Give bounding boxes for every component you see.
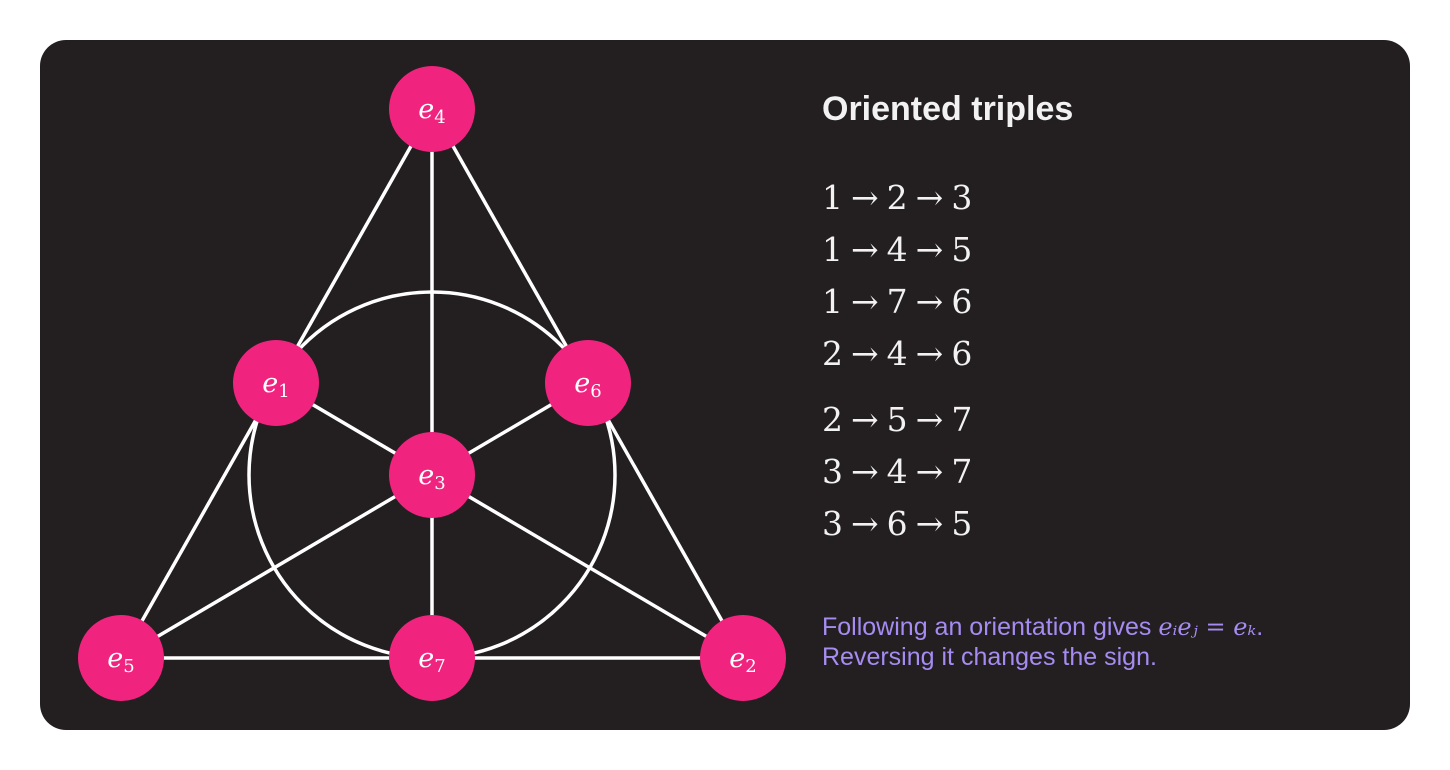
triple-row: 2→5→7 (822, 400, 973, 439)
edge-e1-e2 (275, 381, 744, 660)
svg-text:e2: e2 (729, 643, 756, 677)
triple-row: 1→2→3 (822, 178, 973, 217)
panel-title: Oriented triples (822, 90, 1074, 128)
edge-e6-e5 (120, 381, 589, 660)
triples-list: 1→2→3 1→4→5 1→7→6 2→4→6 2→5→7 3→4→7 3→6→… (822, 178, 972, 556)
triple-row: 3→6→5 (822, 504, 973, 543)
product-formula: eᵢeⱼ = eₖ (1158, 613, 1257, 641)
orientation-note: Following an orientation gives eᵢeⱼ = eₖ… (822, 612, 1263, 672)
note-line-1: Following an orientation gives eᵢeⱼ = eₖ… (822, 613, 1264, 641)
svg-text:e4: e4 (418, 94, 445, 128)
svg-text:e1: e1 (262, 368, 289, 402)
triple-row: 3→4→7 (822, 452, 973, 491)
node-e5: e5 (78, 615, 164, 701)
triple-row: 2→4→6 (822, 334, 973, 373)
node-e6: e6 (545, 340, 631, 426)
node-e7: e7 (389, 615, 475, 701)
svg-text:e6: e6 (574, 368, 601, 402)
node-e3: e3 (389, 432, 475, 518)
node-e2: e2 (700, 615, 786, 701)
triple-row: 1→7→6 (822, 282, 973, 321)
node-e4: e4 (389, 66, 475, 152)
svg-text:e7: e7 (418, 643, 445, 677)
triple-row: 1→4→5 (822, 230, 973, 269)
node-e1: e1 (233, 340, 319, 426)
svg-text:e3: e3 (418, 460, 445, 494)
note-line-2: Reversing it changes the sign. (822, 643, 1157, 671)
svg-text:e5: e5 (107, 643, 134, 677)
